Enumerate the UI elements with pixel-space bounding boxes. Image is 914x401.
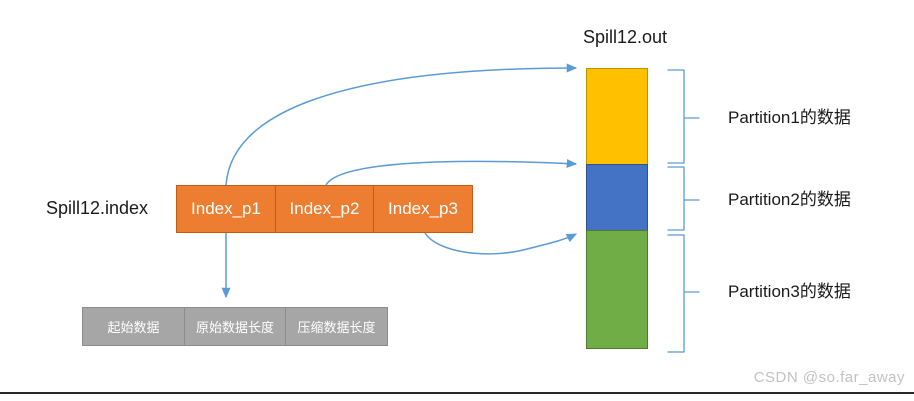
index-block-p2-label: Index_p2 [289,199,360,218]
partition3-brace-icon [667,234,700,353]
field-compressed-length: 压缩数据长度 [285,307,388,346]
partition2-segment [586,163,648,232]
partition2-brace-icon [667,166,700,231]
index-block-p1: Index_p1 [176,185,276,233]
index-block-p1-label: Index_p1 [191,199,261,218]
arrow-indexp2-to-partition2-icon [325,159,578,186]
index-record-fields-row: 起始数据 原始数据长度 压缩数据长度 [82,307,388,346]
spill-out-title: Spill12.out [582,27,668,47]
index-block-p2: Index_p2 [274,185,375,233]
partition2-label: Partition2的数据 [728,190,851,209]
partition1-label: Partition1的数据 [728,108,851,127]
field-raw-length-label: 原始数据长度 [195,320,274,335]
partition3-segment [586,230,648,349]
arrow-indexp3-to-partition3-icon [424,232,578,255]
arrow-indexp1-to-partition1-icon [225,63,578,186]
partition1-segment [586,68,648,165]
index-block-p3: Index_p3 [373,185,473,233]
bottom-divider [0,392,914,394]
csdn-watermark: CSDN @so.far_away [753,369,905,386]
partition1-brace-icon [667,69,700,164]
spill-index-title: Spill12.index [45,198,149,218]
field-raw-length: 原始数据长度 [183,307,287,346]
index-block-p3-label: Index_p3 [388,199,458,218]
field-start-data-label: 起始数据 [107,320,160,335]
partition3-label: Partition3的数据 [728,282,851,301]
field-compressed-length-label: 压缩数据长度 [297,320,376,335]
index-block-row: Index_p1 Index_p2 Index_p3 [176,185,473,233]
spill-out-column [586,68,648,352]
field-start-data: 起始数据 [82,307,185,346]
